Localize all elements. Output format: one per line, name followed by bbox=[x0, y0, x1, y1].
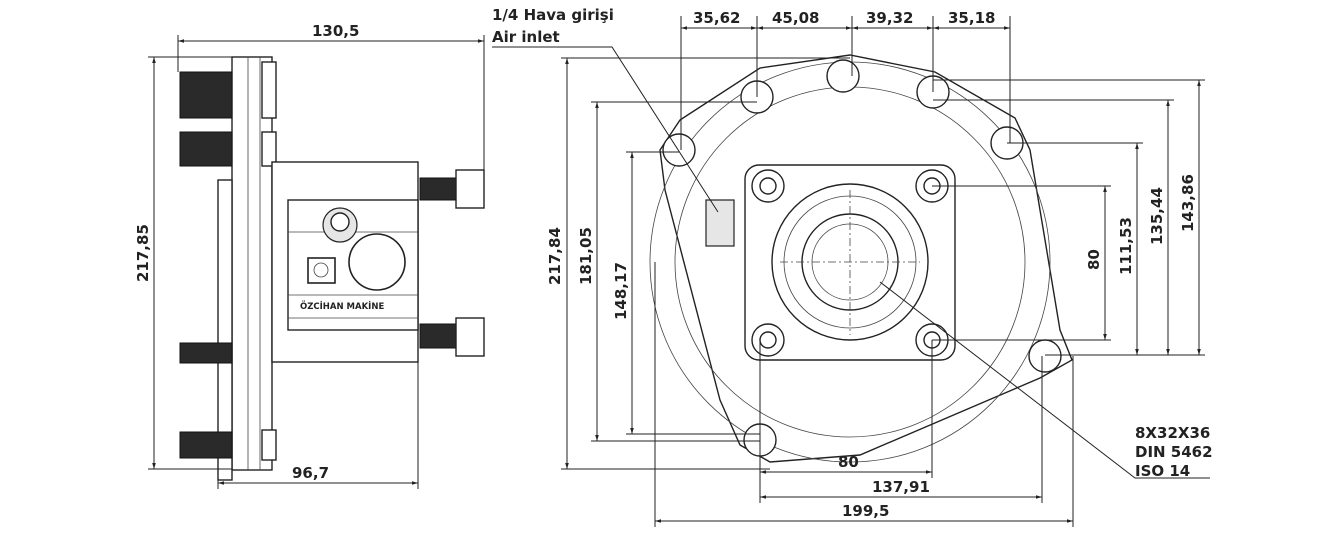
flange-rim bbox=[217, 179, 233, 481]
dim-top-2: 45,08 bbox=[772, 9, 819, 27]
dim-bottom-1: 80 bbox=[838, 453, 859, 471]
dim-right-2: 111,53 bbox=[1117, 217, 1135, 275]
dim-top-4: 35,18 bbox=[948, 9, 995, 27]
right-dimensions: 80 111,53 135,44 143,86 bbox=[932, 79, 1205, 356]
dim-width-bottom: 96,7 bbox=[292, 464, 329, 482]
dim-bottom-3: 199,5 bbox=[842, 502, 889, 520]
spline-spec-2: DIN 5462 bbox=[1135, 443, 1213, 461]
left-dimensions: 217,84 181,05 148,17 bbox=[546, 57, 850, 470]
dim-right-4: 143,86 bbox=[1179, 174, 1197, 232]
dim-bottom-2: 137,91 bbox=[872, 478, 930, 496]
spline-spec-3: ISO 14 bbox=[1135, 462, 1190, 480]
dim-width-top: 130,5 bbox=[312, 22, 359, 40]
bottom-dimensions: 80 137,91 199,5 bbox=[654, 262, 1074, 527]
dim-right-1: 80 bbox=[1085, 249, 1103, 270]
top-dimensions: 35,62 45,08 39,32 35,18 bbox=[680, 9, 1011, 150]
brand-label: ÖZCİHAN MAKİNE bbox=[300, 301, 384, 312]
dim-top-3: 39,32 bbox=[866, 9, 913, 27]
left-studs bbox=[179, 61, 277, 461]
dim-height: 217,85 bbox=[134, 224, 152, 282]
air-inlet-en: Air inlet bbox=[492, 28, 560, 46]
side-view: ÖZCİHAN MAKİNE 130,5 217,85 96,7 bbox=[134, 22, 485, 489]
logo-icon bbox=[307, 257, 336, 284]
air-inlet-fitting bbox=[705, 199, 735, 247]
spline-spec-1: 8X32X36 bbox=[1135, 424, 1210, 442]
right-studs bbox=[419, 169, 485, 357]
flange-plate bbox=[231, 56, 273, 471]
dim-left-1: 217,84 bbox=[546, 227, 564, 285]
dim-left-3: 148,17 bbox=[612, 262, 630, 320]
dim-left-2: 181,05 bbox=[577, 227, 595, 285]
front-view: 1/4 Hava girişi Air inlet 35,62 45,08 39… bbox=[492, 6, 1213, 527]
air-inlet-tr: 1/4 Hava girişi bbox=[492, 6, 614, 24]
dim-right-3: 135,44 bbox=[1148, 187, 1166, 245]
port-circle bbox=[348, 233, 406, 291]
dim-top-1: 35,62 bbox=[693, 9, 740, 27]
